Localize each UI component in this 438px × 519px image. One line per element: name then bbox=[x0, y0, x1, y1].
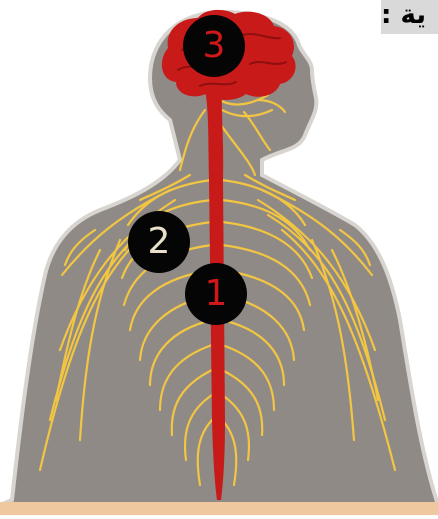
marker-1-label: 1 bbox=[205, 276, 228, 312]
marker-2-label: 2 bbox=[148, 224, 171, 260]
marker-2: 2 bbox=[128, 211, 190, 273]
marker-3: 3 bbox=[183, 15, 245, 77]
marker-3-label: 3 bbox=[203, 28, 226, 64]
bottom-bar bbox=[0, 502, 438, 515]
marker-1: 1 bbox=[185, 263, 247, 325]
corner-heading: ية : bbox=[381, 0, 438, 34]
